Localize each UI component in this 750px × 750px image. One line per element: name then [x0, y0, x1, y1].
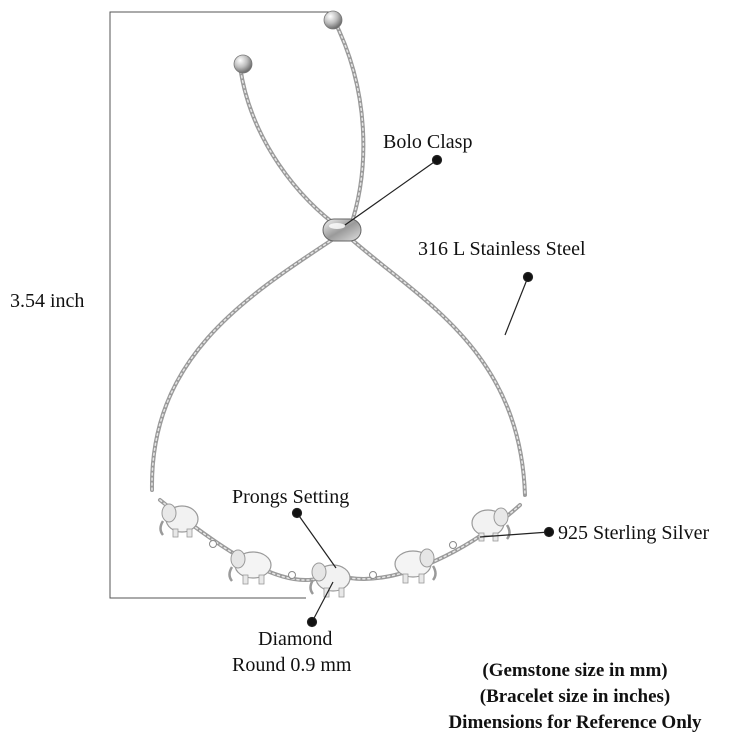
elephant-charm	[309, 562, 351, 598]
steel-label: 316 L Stainless Steel	[418, 238, 586, 260]
elephant-charm	[159, 503, 199, 538]
dimension-bracket	[109, 11, 333, 599]
prongs-setting-label: Prongs Setting	[232, 486, 350, 508]
elephant-charm	[394, 548, 437, 584]
bead-end-left	[233, 54, 253, 74]
bolo-clasp	[322, 218, 362, 242]
sterling-silver-label: 925 Sterling Silver	[558, 522, 710, 544]
bolo-clasp-label: Bolo Clasp	[383, 131, 473, 153]
length-label: 3.54 inch	[10, 290, 85, 312]
diamond-size-label: Round 0.9 mm	[232, 654, 352, 676]
bead-end-right	[323, 10, 343, 30]
callout-lines	[291, 154, 555, 628]
diamond-label: Diamond	[258, 628, 333, 650]
reference-notes: (Gemstone size in mm) (Bracelet size in …	[400, 658, 750, 736]
reference-note: Dimensions for Reference Only	[448, 712, 702, 733]
diamond-accent	[209, 540, 457, 579]
gemstone-note: (Gemstone size in mm)	[482, 660, 668, 681]
bracelet-note: (Bracelet size in inches)	[479, 686, 671, 707]
elephant-charm	[228, 549, 272, 585]
